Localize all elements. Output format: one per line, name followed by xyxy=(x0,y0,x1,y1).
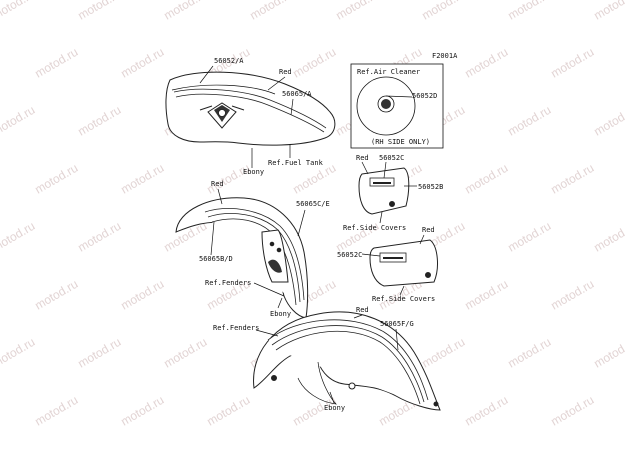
tank-part-a: 56052/A xyxy=(214,57,244,65)
tank-color-top: Red xyxy=(279,68,292,76)
front-fender-ref: Ref.Fenders xyxy=(205,279,251,287)
watermark-text: motod.ru xyxy=(247,0,295,23)
front-fender-color: Red xyxy=(211,180,224,188)
watermark-text: motod.ru xyxy=(204,161,252,197)
watermark-text: motod.ru xyxy=(591,219,625,255)
watermark-text: motod.ru xyxy=(161,335,209,371)
watermark-text: motod.ru xyxy=(290,45,338,81)
watermark-text: motod.ru xyxy=(548,161,596,197)
watermark-text: motod.ru xyxy=(75,0,123,23)
watermark-text: motod.ru xyxy=(32,161,80,197)
watermark-text: motod.ru xyxy=(333,0,381,23)
watermark-text: motod.ru xyxy=(462,45,510,81)
watermark-text: motod.ru xyxy=(591,335,625,371)
watermark-text: motod.ru xyxy=(548,277,596,313)
watermark-text: motod.ru xyxy=(0,335,37,371)
side-cover-lower[interactable] xyxy=(369,239,438,287)
figure-code: F2001A xyxy=(432,52,458,60)
air-cleaner-box[interactable] xyxy=(350,63,444,149)
watermark-text: motod.ru xyxy=(118,393,166,429)
watermark-text: motod.ru xyxy=(204,393,252,429)
side-cover-upper-part-c: 56052C xyxy=(379,154,404,162)
rear-fender-ref: Ref.Fenders xyxy=(213,324,259,332)
watermark-text: motod.ru xyxy=(118,45,166,81)
watermark-text: motod.ru xyxy=(0,219,37,255)
watermark-layer: motod.ru motod.ru motod.ru motod.ru motod.ru… xyxy=(0,0,625,429)
v-emblem-icon xyxy=(199,102,245,129)
air-cleaner-note: (RH SIDE ONLY) xyxy=(371,138,430,146)
tank-ref: Ref.Fuel Tank xyxy=(268,159,324,167)
watermark-text: motod.ru xyxy=(32,393,80,429)
side-cover-lower-part-c: 56052C xyxy=(337,251,362,259)
watermark-text: motod.ru xyxy=(505,103,553,139)
front-fender-color-bottom: Ebony xyxy=(270,310,291,318)
watermark-text: motod.ru xyxy=(505,0,553,23)
air-cleaner-part: 56052D xyxy=(412,92,437,100)
rear-fender-color: Red xyxy=(356,306,369,314)
tank-color-bottom: Ebony xyxy=(243,168,264,176)
rear-fender-part-fg: 56065F/G xyxy=(380,320,414,328)
watermark-text: motod.ru xyxy=(75,103,123,139)
watermark-text: motod.ru xyxy=(118,277,166,313)
air-cleaner-title: Ref.Air Cleaner xyxy=(357,68,420,76)
rear-fender[interactable] xyxy=(253,311,441,411)
watermark-text: motod.ru xyxy=(419,0,467,23)
watermark-text: motod.ru xyxy=(32,45,80,81)
watermark-text: motod.ru xyxy=(75,335,123,371)
side-cover-upper-color: Red xyxy=(356,154,369,162)
side-cover-upper-ref: Ref.Side Covers xyxy=(343,224,406,232)
side-cover-lower-ref: Ref.Side Covers xyxy=(372,295,435,303)
front-fender-part-ce: 56065C/E xyxy=(296,200,330,208)
watermark-text: motod.ru xyxy=(591,103,625,139)
watermark-text: motod.ru xyxy=(161,0,209,23)
watermark-text: motod.ru xyxy=(75,219,123,255)
watermark-text: motod.ru xyxy=(0,103,37,139)
watermark-text: motod.ru xyxy=(505,335,553,371)
side-cover-upper-part-b: 56052B xyxy=(418,183,443,191)
side-cover-lower-color: Red xyxy=(422,226,435,234)
watermark-text: motod.ru xyxy=(591,0,625,23)
watermark-text: motod.ru xyxy=(548,393,596,429)
watermark-text: motod.ru xyxy=(0,0,37,23)
watermark-text: motod.ru xyxy=(462,393,510,429)
watermark-text: motod.ru xyxy=(462,161,510,197)
watermark-text: motod.ru xyxy=(419,335,467,371)
watermark-text: motod.ru xyxy=(32,277,80,313)
side-cover-upper[interactable] xyxy=(358,167,410,215)
front-fender[interactable] xyxy=(175,197,309,319)
watermark-text: motod.ru xyxy=(505,219,553,255)
watermark-text: motod.ru xyxy=(118,161,166,197)
fuel-tank[interactable] xyxy=(165,71,336,146)
rear-fender-color-bottom: Ebony xyxy=(324,404,345,412)
watermark-text: motod.ru xyxy=(548,45,596,81)
front-fender-part-bd: 56065B/D xyxy=(199,255,233,263)
watermark-text: motod.ru xyxy=(462,277,510,313)
tank-part-b: 56065/A xyxy=(282,90,312,98)
